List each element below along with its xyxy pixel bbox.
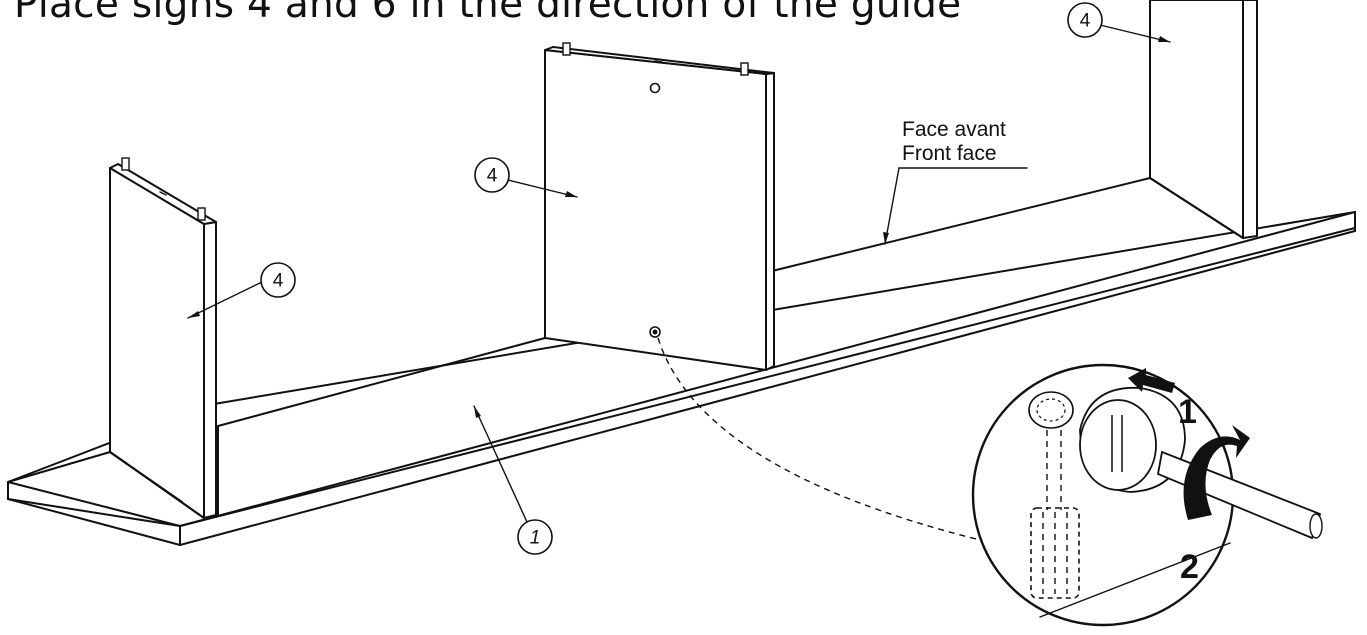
callout-part-4-left: 4 xyxy=(187,262,296,319)
callout-label-4-right: 4 xyxy=(1080,11,1091,32)
callout-label-4-left: 4 xyxy=(273,271,284,292)
dowel-detail-icon xyxy=(1030,430,1080,599)
callout-part-4-right: 4 xyxy=(1067,2,1171,43)
detail-leader-dashed xyxy=(657,337,981,541)
instruction-heading: Place signs 4 and 6 in the direction of … xyxy=(14,0,962,27)
callout-label-4-middle: 4 xyxy=(487,166,498,187)
step-1-label: 1 xyxy=(1178,393,1197,431)
right-side-panel xyxy=(1149,0,1258,239)
dowel-icon xyxy=(121,157,130,171)
turn-arrow-icon xyxy=(1183,425,1250,520)
cam-lock-detail-view: 1 2 xyxy=(971,363,1323,627)
dowel-icon xyxy=(740,62,749,76)
front-face-annotation: Face avant Front face xyxy=(883,118,1028,245)
callout-label-1-base: 1 xyxy=(530,528,541,549)
step-2-label: 2 xyxy=(1180,548,1199,586)
dowel-icon xyxy=(562,42,571,56)
left-side-panel xyxy=(7,157,217,519)
push-arrow-icon xyxy=(1128,368,1175,393)
callout-part-1-base: 1 xyxy=(473,405,553,555)
front-face-label-fr: Face avant xyxy=(902,118,1006,141)
callout-part-4-middle: 4 xyxy=(474,157,578,198)
cam-hole-top-icon xyxy=(649,82,661,94)
front-face-label-en: Front face xyxy=(902,142,997,165)
dowel-icon xyxy=(197,207,206,221)
middle-partition-panel xyxy=(544,42,775,371)
screw-head-icon xyxy=(1028,391,1074,429)
